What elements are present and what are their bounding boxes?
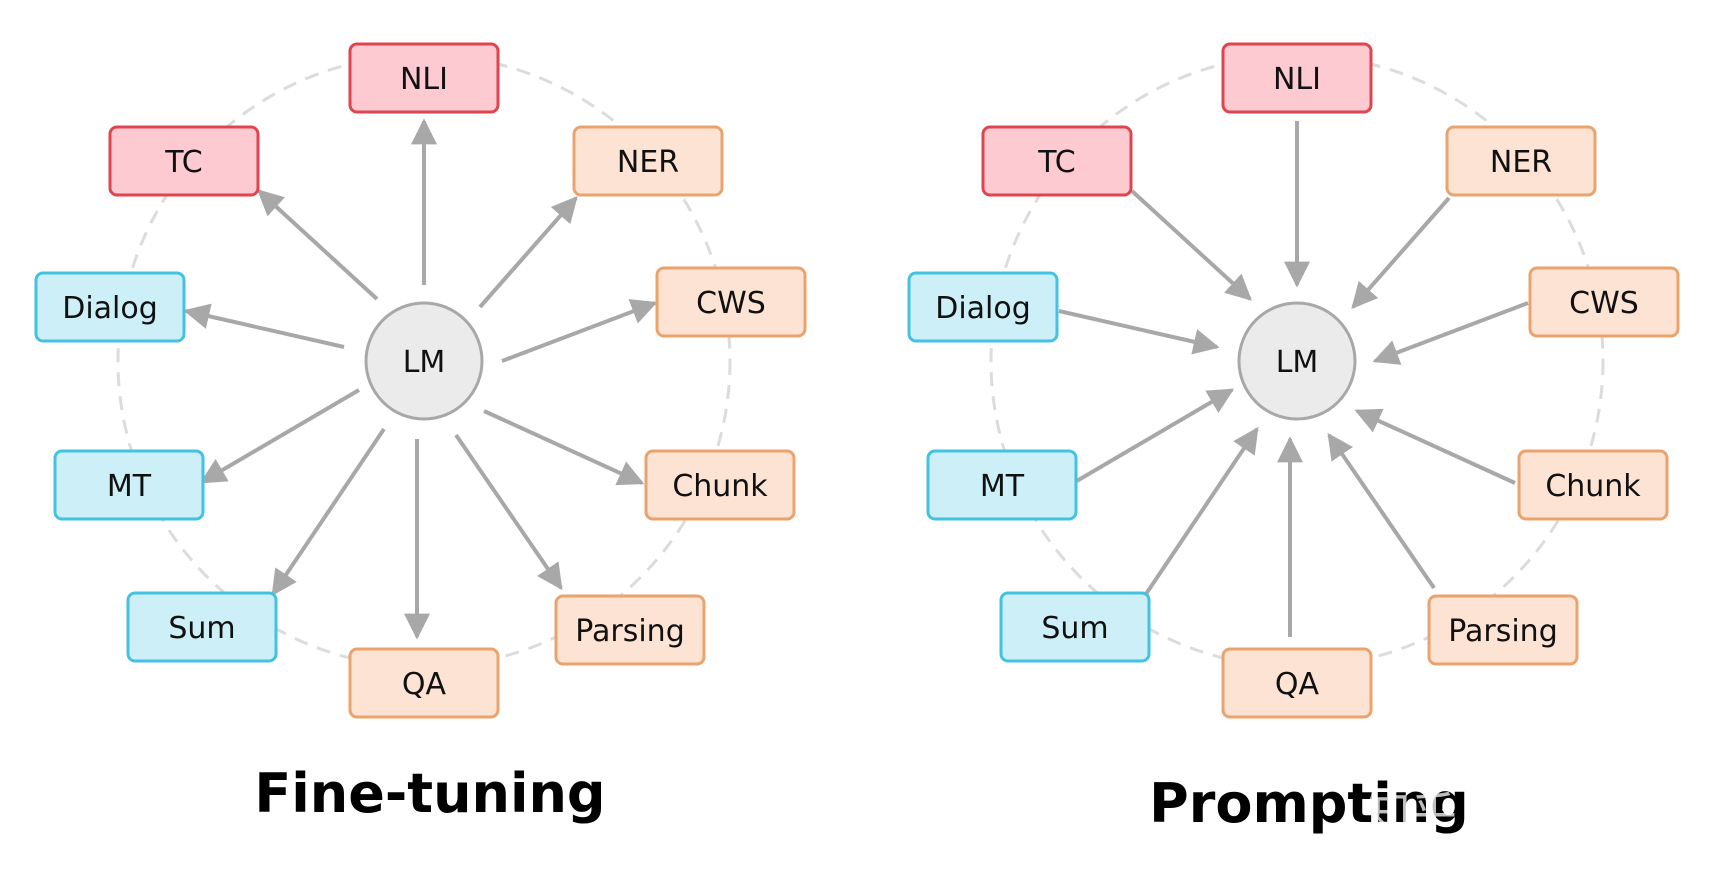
- task-label: Dialog: [62, 291, 158, 326]
- arrow-cws: [501, 299, 658, 363]
- task-box: [53, 449, 205, 521]
- arrow-mt: [1073, 388, 1235, 484]
- task-node-dialog: Dialog: [907, 271, 1059, 343]
- task-node-nli: NLI: [1221, 42, 1373, 114]
- task-label: Parsing: [575, 614, 684, 649]
- task-node-ner: NER: [572, 125, 724, 197]
- task-box: [655, 266, 807, 338]
- task-label: NLI: [1273, 62, 1321, 97]
- task-label: CWS: [1569, 286, 1639, 321]
- task-label: Parsing: [1448, 614, 1557, 649]
- arrow-chunk: [483, 409, 645, 486]
- task-node-cws: CWS: [1528, 266, 1680, 338]
- task-box: [572, 125, 724, 197]
- task-label: Chunk: [1545, 469, 1641, 504]
- task-label: NER: [1490, 145, 1552, 180]
- arrow-parsing: [1327, 432, 1436, 590]
- arrow-ner: [478, 196, 578, 309]
- task-label: Sum: [1041, 611, 1108, 646]
- task-label: MT: [107, 469, 152, 504]
- arrow-sum: [271, 427, 386, 597]
- watermark: 知乎 @刘鹏飞: [1365, 787, 1656, 841]
- arrow-tc: [257, 189, 379, 301]
- task-node-parsing: Parsing: [554, 594, 706, 666]
- task-node-tc: TC: [108, 125, 260, 197]
- arrow-dialog: [1058, 309, 1220, 355]
- arrow-sum: [1144, 426, 1259, 596]
- arrow-tc: [1130, 189, 1252, 301]
- task-box: [999, 591, 1151, 663]
- lm-node: LM: [364, 301, 484, 421]
- task-node-mt: MT: [53, 449, 205, 521]
- task-label: QA: [1275, 667, 1320, 702]
- task-label: Chunk: [672, 469, 768, 504]
- arrow-parsing: [454, 433, 563, 591]
- task-box: [926, 449, 1078, 521]
- task-node-sum: Sum: [999, 591, 1151, 663]
- lm-node: LM: [1237, 301, 1357, 421]
- task-node-sum: Sum: [126, 591, 278, 663]
- arrow-dialog: [183, 303, 345, 349]
- task-box: [1427, 594, 1579, 666]
- arrow-ner: [1351, 196, 1451, 309]
- arrow-cws: [1372, 301, 1529, 365]
- task-box: [108, 125, 260, 197]
- task-label: NLI: [400, 62, 448, 97]
- task-node-dialog: Dialog: [34, 271, 186, 343]
- task-box: [1445, 125, 1597, 197]
- task-node-nli: NLI: [348, 42, 500, 114]
- task-label: TC: [164, 145, 203, 180]
- task-node-cws: CWS: [655, 266, 807, 338]
- task-node-tc: TC: [981, 125, 1133, 197]
- lm-label: LM: [403, 345, 446, 380]
- task-node-qa: QA: [348, 647, 500, 719]
- task-box: [1517, 449, 1669, 521]
- task-label: Sum: [168, 611, 235, 646]
- task-node-parsing: Parsing: [1427, 594, 1579, 666]
- task-box: [907, 271, 1059, 343]
- lm-circle: [1237, 301, 1357, 421]
- task-label: CWS: [696, 286, 766, 321]
- task-box: [348, 42, 500, 114]
- task-box: [554, 594, 706, 666]
- task-label: QA: [402, 667, 447, 702]
- task-box: [644, 449, 796, 521]
- lm-label: LM: [1276, 345, 1319, 380]
- task-node-chunk: Chunk: [1517, 449, 1669, 521]
- arrow-mt: [199, 388, 361, 484]
- finetuning-title: Fine-tuning: [254, 762, 605, 825]
- task-box: [126, 591, 278, 663]
- task-box: [981, 125, 1133, 197]
- task-node-qa: QA: [1221, 647, 1373, 719]
- arrow-chunk: [1354, 408, 1516, 485]
- task-node-ner: NER: [1445, 125, 1597, 197]
- task-node-chunk: Chunk: [644, 449, 796, 521]
- task-box: [1528, 266, 1680, 338]
- task-label: Dialog: [935, 291, 1031, 326]
- task-box: [348, 647, 500, 719]
- prompting-title: Prompting: [1149, 772, 1469, 835]
- task-node-mt: MT: [926, 449, 1078, 521]
- task-box: [34, 271, 186, 343]
- task-label: MT: [980, 469, 1025, 504]
- task-box: [1221, 42, 1373, 114]
- task-label: NER: [617, 145, 679, 180]
- lm-circle: [364, 301, 484, 421]
- task-box: [1221, 647, 1373, 719]
- task-label: TC: [1037, 145, 1076, 180]
